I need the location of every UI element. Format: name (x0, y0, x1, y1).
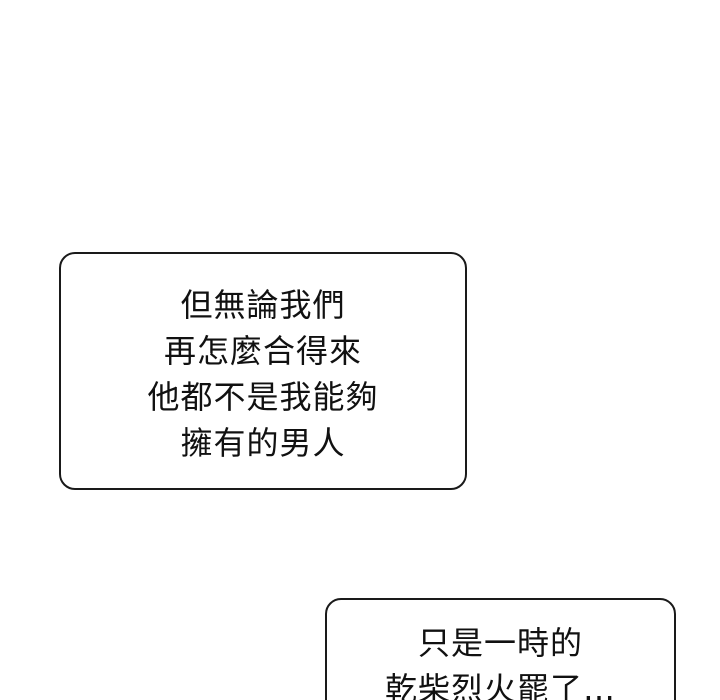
bubble-1-line-2: 再怎麼合得來 (163, 332, 362, 370)
speech-bubble-2: 只是一時的 乾柴烈火罷了… (325, 598, 676, 700)
bubble-1-line-3: 他都不是我能夠 (147, 378, 379, 416)
bubble-1-line-1: 但無論我們 (180, 286, 346, 324)
bubble-2-line-2: 乾柴烈火罷了… (384, 670, 616, 700)
bubble-2-line-1: 只是一時的 (417, 624, 583, 662)
speech-bubble-1: 但無論我們 再怎麼合得來 他都不是我能夠 擁有的男人 (59, 252, 467, 490)
bubble-1-line-4: 擁有的男人 (180, 424, 346, 462)
